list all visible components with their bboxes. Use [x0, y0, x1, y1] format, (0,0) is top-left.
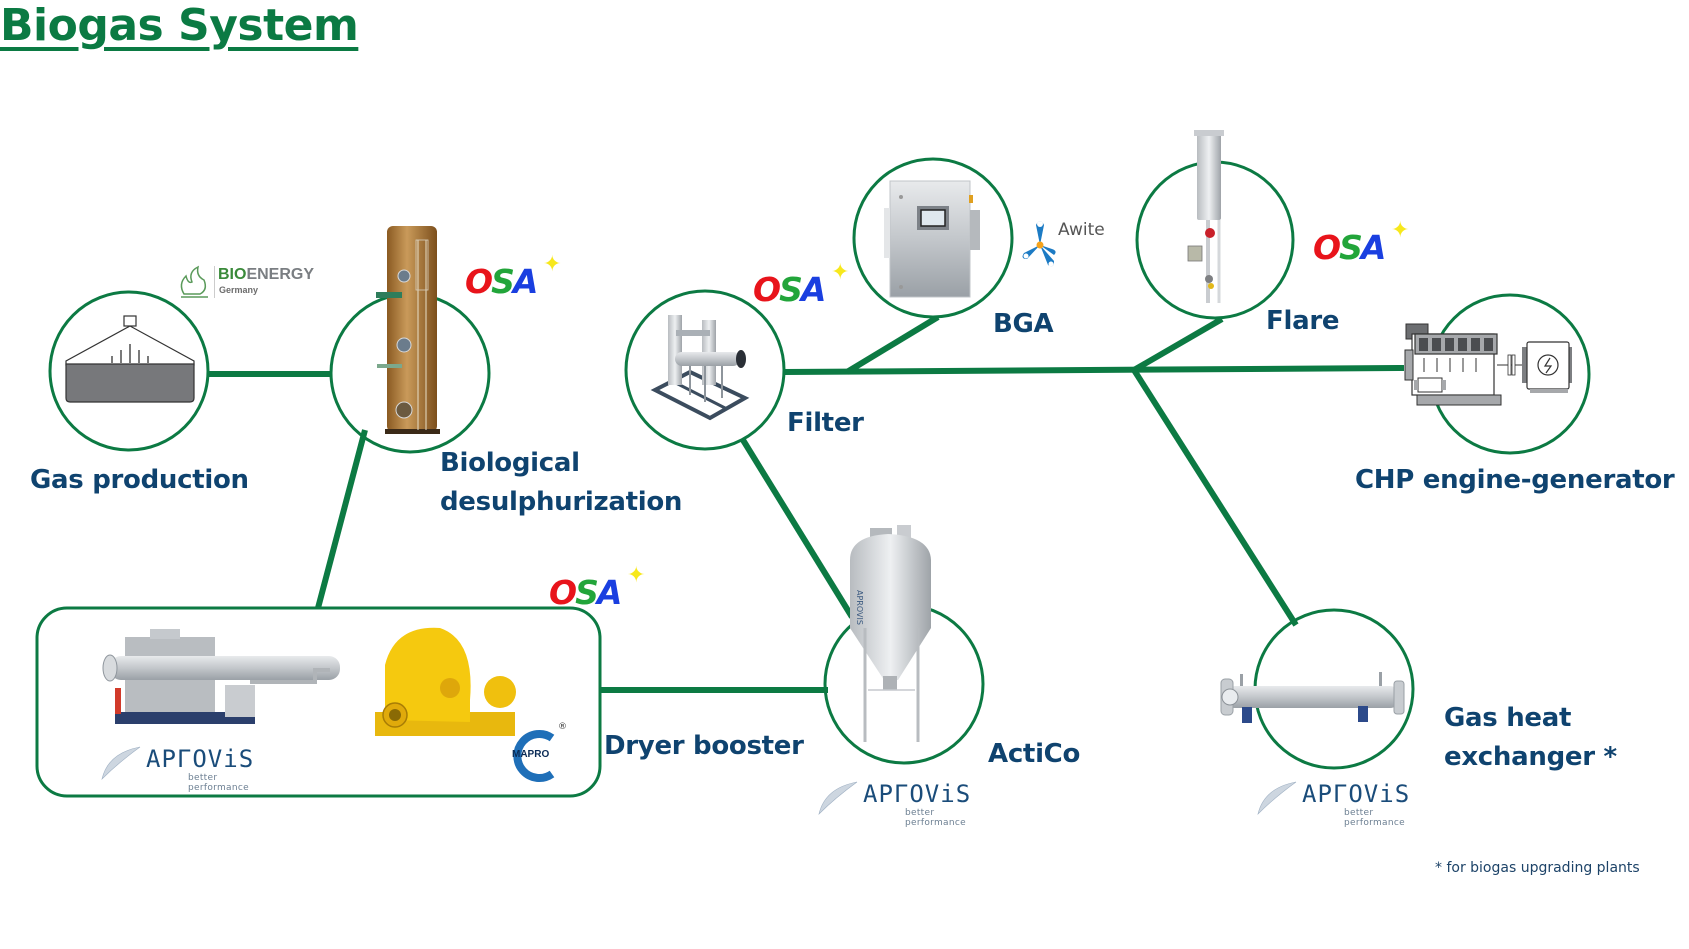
gas-analyzer-cabinet-icon: [884, 180, 980, 298]
bioenergy-logo: BIOENERGY Germany: [176, 264, 326, 304]
node-filter: [624, 289, 786, 451]
label-gas-production: Gas production: [30, 465, 249, 495]
mapro-wordmark: MAPRO: [512, 749, 550, 760]
flare-stack-icon: [1187, 130, 1224, 303]
mapro-registered-mark: ®: [558, 722, 567, 732]
aprovis-tagline: better performance: [905, 808, 966, 828]
node-bga: [852, 157, 1014, 319]
connector-heat-exchanger-branch: [1131, 368, 1299, 627]
heat-exchanger-icon: [1220, 672, 1405, 723]
label-dryer-booster: Dryer booster: [604, 731, 804, 761]
aprovis-wordmark: APΓOViS: [863, 780, 972, 808]
biogas-digester-icon: [65, 315, 195, 403]
osa-s: S: [491, 262, 515, 301]
aprovis-wave-icon: [1257, 781, 1297, 815]
dryer-booster-box: [35, 606, 602, 798]
aprovis-logo-dryer: APΓOViS better performance: [98, 743, 268, 793]
node-chp: [1404, 293, 1591, 455]
osa-star-icon: ✦: [831, 260, 849, 285]
osa-logo-dryer: OSA ✦: [549, 563, 649, 615]
osa-star-icon: ✦: [543, 252, 561, 277]
aprovis-wordmark: APΓOViS: [146, 745, 255, 773]
aprovis-tagline: better performance: [1344, 808, 1405, 828]
osa-a: A: [1360, 228, 1387, 267]
aprovis-wave-icon: [101, 746, 141, 780]
awite-logo: Awite: [1018, 215, 1113, 275]
dryer-icon: [102, 629, 340, 724]
bioenergy-bio-text: BIO: [218, 266, 247, 283]
osa-logo-filter: OSA ✦: [753, 260, 853, 312]
aprovis-logo-heat-exchanger: APΓOViS better performance: [1254, 778, 1424, 828]
connector-main-gas-line: [783, 365, 1405, 375]
bioenergy-divider: [214, 266, 215, 298]
engine-generator-icon: [1404, 323, 1572, 406]
mapro-logo: MAPRO ®: [508, 722, 568, 784]
label-filter: Filter: [787, 408, 864, 438]
activated-carbon-vessel-icon: APROVIS: [850, 525, 931, 742]
osa-a: A: [512, 262, 539, 301]
awite-wordmark: Awite: [1058, 220, 1105, 240]
node-biological-desulphurization: [329, 226, 491, 454]
label-bga: BGA: [993, 309, 1054, 339]
node-flare: [1135, 130, 1295, 320]
aprovis-vessel-mark: APROVIS: [855, 590, 864, 625]
node-gas-production: [48, 290, 210, 452]
osa-o: O: [753, 270, 781, 309]
label-biological-desulphurization-line1: Biological: [440, 448, 580, 478]
osa-s: S: [779, 270, 803, 309]
osa-a: A: [800, 270, 827, 309]
aprovis-wave-icon: [818, 781, 858, 815]
osa-star-icon: ✦: [1391, 218, 1409, 243]
aprovis-wordmark: APΓOViS: [1302, 780, 1411, 808]
awite-pin-icon: [1022, 221, 1056, 267]
page-title: Biogas System: [0, 0, 359, 51]
label-flare: Flare: [1266, 306, 1340, 336]
node-gas-heat-exchanger: [1220, 608, 1415, 770]
osa-s: S: [575, 573, 599, 612]
label-gas-heat-exchanger-line1: Gas heat: [1444, 703, 1572, 733]
desulphurization-tower-icon: [376, 226, 440, 434]
connector-actico-filter: [740, 438, 855, 619]
osa-logo-flare: OSA ✦: [1313, 218, 1413, 270]
bioenergy-wordmark: BIOENERGY: [218, 266, 314, 284]
osa-o: O: [549, 573, 577, 612]
mapro-ring-icon: [513, 730, 555, 782]
booster-blower-icon: [375, 627, 516, 736]
osa-o: O: [465, 262, 493, 301]
label-biological-desulphurization-line2: desulphurization: [440, 487, 683, 517]
label-actico: ActiCo: [988, 739, 1081, 769]
label-chp: CHP engine-generator: [1355, 465, 1675, 495]
aprovis-tagline: better performance: [188, 773, 249, 793]
osa-star-icon: ✦: [627, 563, 645, 588]
gas-filter-icon: [650, 315, 750, 421]
osa-s: S: [1339, 228, 1363, 267]
osa-o: O: [1313, 228, 1341, 267]
aprovis-logo-actico: APΓOViS better performance: [815, 778, 985, 828]
bioenergy-subtitle: Germany: [219, 285, 259, 295]
osa-a: A: [596, 573, 623, 612]
label-gas-heat-exchanger-line2: exchanger *: [1444, 742, 1617, 772]
connector-flare-branch: [1132, 316, 1224, 373]
bioenergy-energy-text: ENERGY: [246, 266, 315, 283]
footnote: * for biogas upgrading plants: [1435, 860, 1640, 876]
node-actico: APROVIS: [823, 525, 985, 765]
bioenergy-flame-icon: [180, 265, 208, 298]
osa-logo-desulph: OSA ✦: [465, 252, 565, 304]
connector-bga-branch: [845, 314, 940, 375]
connector-desulph-dryer: [315, 429, 368, 609]
